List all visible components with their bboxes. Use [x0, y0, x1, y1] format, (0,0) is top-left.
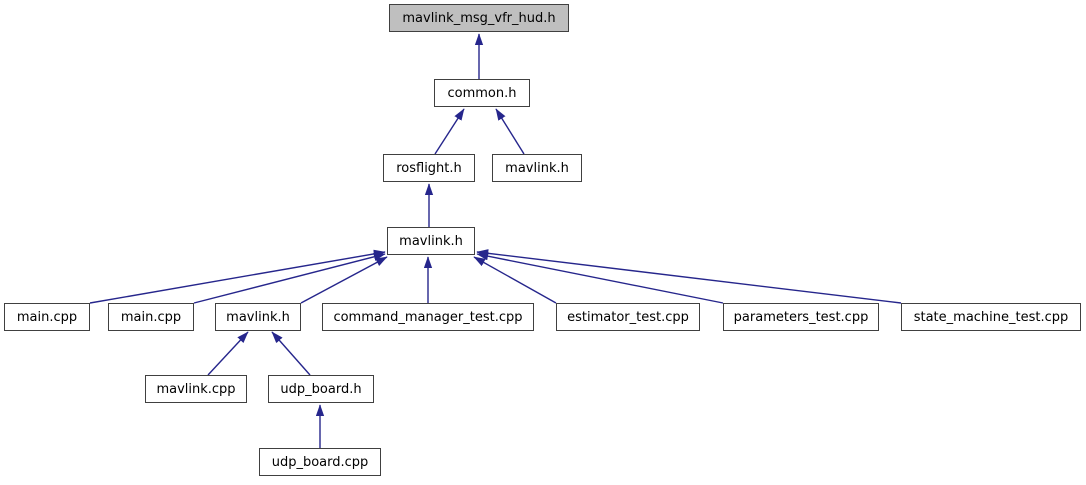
graph-node-label: main.cpp [120, 309, 182, 325]
graph-edges [89, 33, 902, 448]
graph-node-main-cpp[interactable]: main.cpp [4, 303, 90, 331]
graph-node-label: udp_board.h [280, 381, 362, 397]
graph-node-label: mavlink.h [399, 233, 463, 249]
graph-node-mavlink-h[interactable]: mavlink.h [492, 154, 582, 182]
graph-node-estimator-test-cpp[interactable]: estimator_test.cpp [556, 303, 700, 331]
graph-node-command-manager-test-cpp[interactable]: command_manager_test.cpp [322, 303, 534, 331]
graph-node-label: mavlink.h [226, 309, 290, 325]
graph-edge [89, 249, 386, 304]
graph-node-rosflight-h[interactable]: rosflight.h [383, 154, 475, 182]
graph-node-label: estimator_test.cpp [567, 309, 689, 325]
graph-node-mavlink-msg-vfr-hud-h[interactable]: mavlink_msg_vfr_hud.h [389, 4, 569, 32]
graph-node-mavlink-cpp[interactable]: mavlink.cpp [145, 375, 247, 403]
graph-edge [434, 108, 465, 155]
graph-node-label: mavlink.h [505, 160, 569, 176]
graph-node-label: common.h [447, 85, 517, 101]
graph-node-state-machine-test-cpp[interactable]: state_machine_test.cpp [901, 303, 1081, 331]
graph-edge [476, 252, 724, 304]
graph-edge [193, 252, 386, 304]
graph-node-label: mavlink_msg_vfr_hud.h [402, 10, 556, 26]
graph-edge [207, 331, 249, 376]
graph-edge [300, 256, 388, 304]
graph-node-label: udp_board.cpp [271, 454, 369, 470]
graph-node-label: state_machine_test.cpp [913, 309, 1069, 325]
graph-node-udp-board-h[interactable]: udp_board.h [268, 375, 374, 403]
graph-node-label: command_manager_test.cpp [333, 309, 523, 325]
graph-node-udp-board-cpp[interactable]: udp_board.cpp [259, 448, 381, 476]
graph-edge [271, 331, 311, 376]
graph-edge [495, 108, 525, 155]
graph-node-mavlink-h[interactable]: mavlink.h [215, 303, 301, 331]
graph-node-mavlink-h[interactable]: mavlink.h [387, 227, 475, 255]
graph-node-parameters-test-cpp[interactable]: parameters_test.cpp [723, 303, 879, 331]
graph-node-label: parameters_test.cpp [733, 309, 869, 325]
graph-node-label: mavlink.cpp [156, 381, 236, 397]
graph-edge [473, 256, 557, 304]
graph-node-main-cpp[interactable]: main.cpp [108, 303, 194, 331]
graph-node-label: rosflight.h [396, 160, 462, 176]
graph-edge [476, 249, 902, 304]
graph-node-label: main.cpp [16, 309, 78, 325]
graph-node-common-h[interactable]: common.h [434, 79, 530, 107]
